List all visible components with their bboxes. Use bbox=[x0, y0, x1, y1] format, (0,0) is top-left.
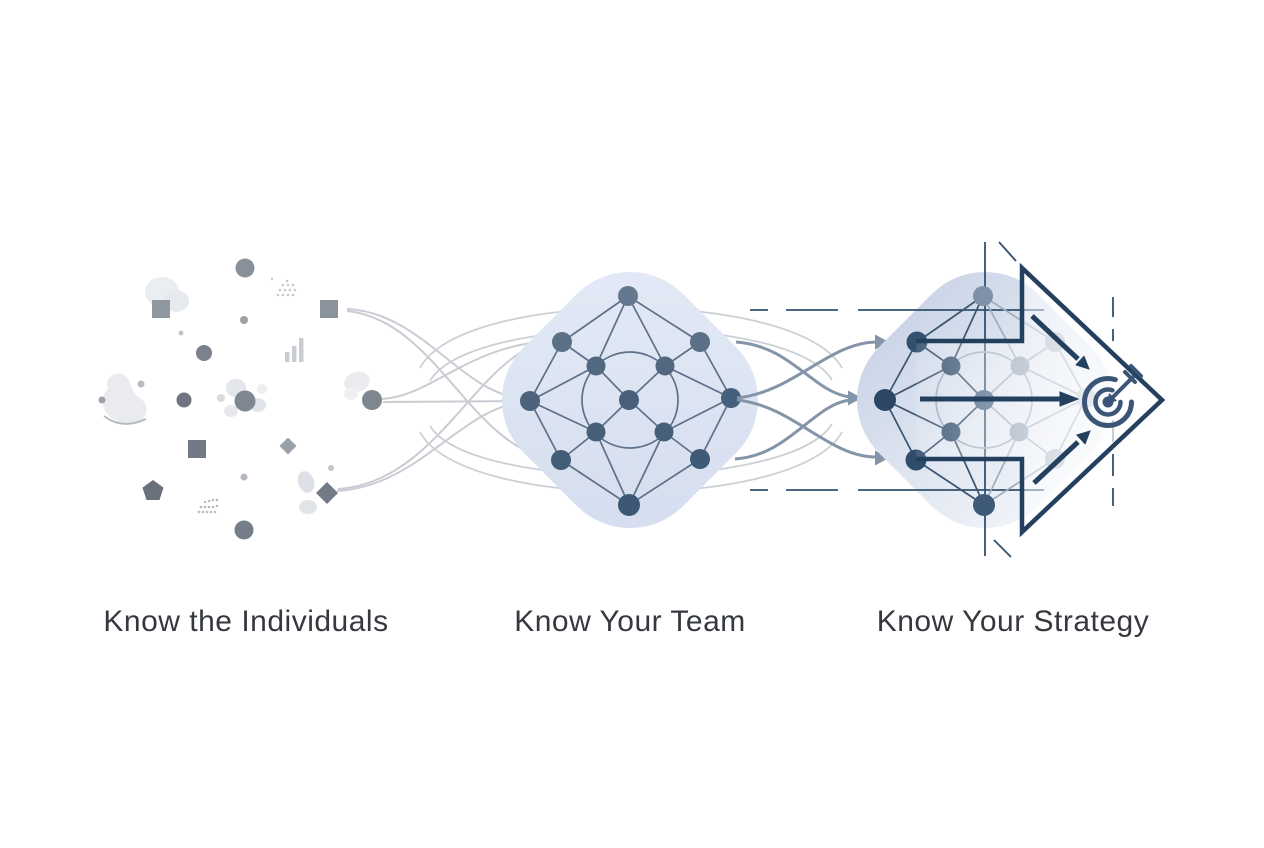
scatter-circle bbox=[196, 345, 212, 361]
network-node bbox=[973, 286, 993, 306]
arrowhead-icon bbox=[1075, 430, 1091, 445]
network-node bbox=[586, 356, 606, 376]
strategy-arrow-illustration bbox=[750, 241, 1166, 558]
arrowhead-icon bbox=[875, 334, 889, 350]
blob-shape bbox=[257, 384, 267, 394]
scatter-square bbox=[320, 300, 338, 318]
hub-node bbox=[234, 390, 256, 412]
network-node bbox=[973, 494, 995, 516]
network-node bbox=[586, 422, 606, 442]
network-node bbox=[618, 286, 638, 306]
scatter-circle bbox=[234, 520, 254, 540]
scatter-circle bbox=[235, 258, 255, 278]
dart-icon bbox=[1106, 364, 1143, 404]
dot-grid bbox=[270, 277, 297, 297]
arrow-shaft bbox=[1032, 440, 1080, 485]
network-node bbox=[654, 422, 674, 442]
stage-label-strategy: Know Your Strategy bbox=[877, 605, 1150, 638]
network-node bbox=[655, 356, 675, 376]
network-node bbox=[520, 391, 540, 411]
scatter-pentagon bbox=[142, 480, 164, 500]
scatter-square bbox=[188, 440, 206, 458]
scatter-circle bbox=[240, 316, 248, 324]
blob-shape bbox=[102, 373, 147, 424]
scatter-dot bbox=[328, 465, 334, 471]
network-node bbox=[690, 449, 710, 469]
arrowhead-icon bbox=[875, 450, 889, 466]
arrowhead-icon bbox=[848, 390, 862, 406]
blob-shape bbox=[344, 388, 358, 400]
scatter-diamond bbox=[279, 437, 297, 455]
scatter-dot bbox=[98, 396, 106, 404]
target-bullseye-icon bbox=[1082, 364, 1143, 428]
blob-shape bbox=[344, 371, 370, 393]
flow-connectors-right bbox=[734, 340, 877, 461]
network-nodes bbox=[520, 286, 741, 516]
dot-grid bbox=[197, 498, 219, 514]
network-edges bbox=[529, 295, 732, 506]
stage-label-team: Know Your Team bbox=[514, 605, 746, 638]
scatter-dot bbox=[240, 473, 248, 481]
scatter-diamond bbox=[316, 482, 338, 504]
network-node bbox=[551, 450, 571, 470]
network-node bbox=[690, 332, 710, 352]
arrowhead-icon bbox=[1075, 355, 1090, 370]
blob-shape bbox=[297, 471, 315, 493]
network-node bbox=[619, 390, 639, 410]
blob-curve bbox=[103, 415, 147, 425]
scatter-dot bbox=[178, 330, 184, 336]
stage-label-individuals: Know the Individuals bbox=[103, 605, 388, 638]
network-node bbox=[618, 494, 640, 516]
scattered-shapes-illustration bbox=[98, 258, 382, 540]
network-node bbox=[552, 332, 572, 352]
arrowhead-icon bbox=[1059, 391, 1080, 407]
inner-arrows bbox=[920, 314, 1091, 485]
scatter-circle bbox=[362, 390, 382, 410]
network-node bbox=[721, 388, 741, 408]
team-network-illustration bbox=[501, 271, 759, 529]
inner-ring bbox=[581, 351, 679, 449]
arrow-shaft bbox=[1030, 314, 1080, 361]
blob-shape bbox=[217, 394, 225, 402]
blob-shape bbox=[224, 405, 238, 417]
scatter-square bbox=[152, 300, 170, 318]
scatter-circle bbox=[176, 392, 192, 408]
flow-arrowheads bbox=[848, 334, 889, 466]
network-node bbox=[874, 389, 896, 411]
bar-chart-glyph bbox=[285, 338, 304, 362]
scatter-dot bbox=[137, 380, 145, 388]
blob-shape bbox=[299, 500, 317, 514]
